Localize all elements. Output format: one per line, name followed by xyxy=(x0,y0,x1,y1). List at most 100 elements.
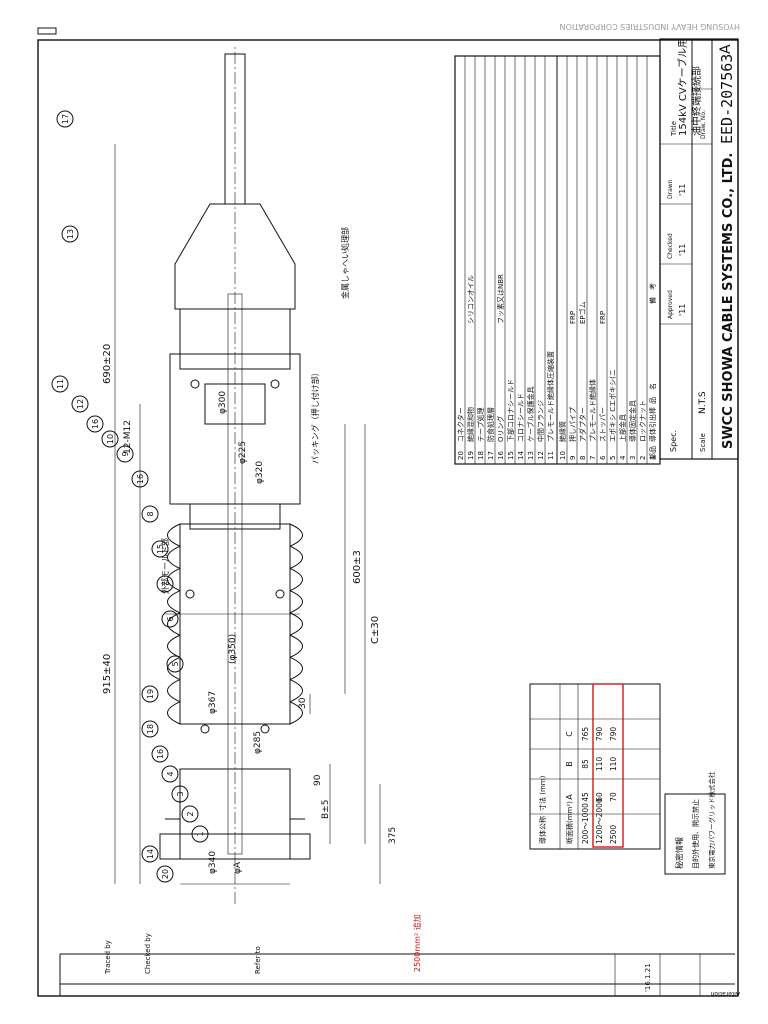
cable-protection-cone xyxy=(174,203,296,310)
callout-label: 9 xyxy=(121,451,130,456)
highlight-2500-row xyxy=(592,683,624,848)
dimtable-col-0: 断面積(mm²) xyxy=(565,801,574,844)
parts-header-no: 部品 xyxy=(648,446,657,460)
part-no: 8 xyxy=(579,456,587,460)
dimtable-rows: 200〜100045857651200〜20006011079025007011… xyxy=(581,727,618,844)
annotation-packing: パッキング（押し付け部） xyxy=(310,368,320,464)
callout-label: 16 xyxy=(136,474,145,484)
dim-bolt: 12-M12 xyxy=(123,420,133,454)
title-line-1: 154kV CVケーブル用 xyxy=(676,38,689,136)
callout-circle xyxy=(131,470,149,488)
drawn-label: Drawn xyxy=(667,179,674,199)
callout-circle xyxy=(156,865,174,883)
callout-label: 6 xyxy=(166,616,175,621)
part-no: 2 xyxy=(639,456,647,460)
dim-phi-a: φA xyxy=(233,861,243,874)
callout-circle xyxy=(141,720,159,738)
part-name: 上部金具 xyxy=(618,414,627,442)
dim-mid: 600±3 xyxy=(352,550,363,584)
callout-circle xyxy=(141,505,159,523)
part-note: シリコンオイル xyxy=(467,275,475,324)
part-no: 19 xyxy=(467,451,475,460)
part-name: 導体固定金具 xyxy=(628,400,637,442)
callout-label: 12 xyxy=(76,399,85,409)
parts-table xyxy=(454,55,661,465)
dimension-lines xyxy=(114,144,381,885)
parts-header-name: 品 名 xyxy=(648,383,657,404)
part-no: 18 xyxy=(477,451,485,460)
dimtable-cell: 85 xyxy=(581,759,590,769)
dimtable-cell: 790 xyxy=(609,727,618,742)
confidential-line-2: 目的外使用、開示禁止 xyxy=(691,799,700,869)
callout-label: 1 xyxy=(196,831,205,836)
part-note: フッ素又はNBR xyxy=(496,274,505,324)
part-no: 1 xyxy=(649,456,657,460)
part-no: 20 xyxy=(457,451,465,460)
alteration-strip: Alteration Refer to Checked by Traced by… xyxy=(59,914,740,997)
dimtable-cell: 1200〜2000 xyxy=(595,798,604,844)
part-name: 防食処理層 xyxy=(486,407,495,442)
dimtable-col-2: B xyxy=(565,761,574,767)
callout-label: 18 xyxy=(146,724,155,734)
dimtable-cell: 45 xyxy=(581,792,590,802)
title-line-2: 油中終端接続部 xyxy=(690,66,703,136)
parts-table-text: 20コネクター19絶縁混和物シリコンオイル18テープ処理17防食処理層16Oリン… xyxy=(456,274,657,460)
part-name: アダプター xyxy=(578,407,587,442)
part-no: 15 xyxy=(507,451,515,460)
drawn-date: '11 xyxy=(678,184,687,196)
callout-circle xyxy=(56,110,74,128)
dim-upper: 690±20 xyxy=(102,344,113,384)
callout-circle xyxy=(141,845,159,863)
part-name: 絶縁筒 xyxy=(558,421,567,442)
callout-circle xyxy=(71,395,89,413)
side-watermark: HYOSUNG HEAVY INDUSTRIES CORPORATION xyxy=(560,22,740,31)
dimtable-unit: 寸法 (mm) xyxy=(538,775,547,811)
dimtable-title: 導体公称 xyxy=(538,816,547,844)
callout-circle xyxy=(61,225,79,243)
part-no: 4 xyxy=(619,455,627,460)
traced-by-label: Traced by xyxy=(104,940,112,975)
dim-b: B±5 xyxy=(321,800,331,819)
callout-label: 15 xyxy=(156,544,165,554)
confidential-box: 秘密情報 目的外使用、開示禁止 東京電力パワーグリッド株式会社 xyxy=(664,771,726,875)
callout-circle xyxy=(151,745,169,763)
frame-corner-mark xyxy=(37,27,57,35)
revision-mark: A xyxy=(718,44,734,54)
scale-label: Scale xyxy=(699,433,707,452)
part-name: コネクター xyxy=(456,407,465,442)
part-name: ケーブル保護金具 xyxy=(526,386,535,442)
part-no: 5 xyxy=(609,456,617,460)
part-no: 6 xyxy=(599,455,607,460)
checked-by-label: Checked by xyxy=(144,933,152,974)
dimtable-cell: 110 xyxy=(609,757,618,772)
refer-to-label: Refer to xyxy=(254,946,262,974)
scale-value: N.T.S xyxy=(698,391,708,414)
dimtable-cell: 70 xyxy=(609,792,618,802)
confidential-line-3: 東京電力パワーグリッド株式会社 xyxy=(707,771,716,869)
part-no: 12 xyxy=(537,451,545,460)
dim-375: 375 xyxy=(388,827,398,844)
part-name: ロックナット xyxy=(639,400,647,442)
callout-circle xyxy=(161,610,179,628)
part-name: プレモールド絶縁体圧縮装置 xyxy=(546,351,555,442)
part-note: FRP xyxy=(569,311,577,324)
checked-label: Checked xyxy=(667,233,674,259)
callout-circle xyxy=(191,825,209,843)
dim-phi-367: φ367 xyxy=(208,691,218,714)
dim-phi-350: (φ350) xyxy=(228,634,238,664)
part-no: 14 xyxy=(517,451,525,460)
part-name: テープ処理 xyxy=(476,407,485,442)
drawing-number: EED-207563 xyxy=(718,54,736,144)
dim-c: C±30 xyxy=(370,616,381,644)
part-name: コロナシールド xyxy=(517,393,525,442)
part-no: 16 xyxy=(497,451,505,460)
alteration-note-1: 2500mm² 追加 xyxy=(412,914,422,972)
drw-no-label: Draw. No. xyxy=(700,110,707,139)
part-name: 中間フランジ xyxy=(536,400,545,442)
callout-circle xyxy=(156,575,174,593)
dimtable-cell: 60 xyxy=(595,792,604,802)
dim-overall: 915±40 xyxy=(102,654,113,694)
